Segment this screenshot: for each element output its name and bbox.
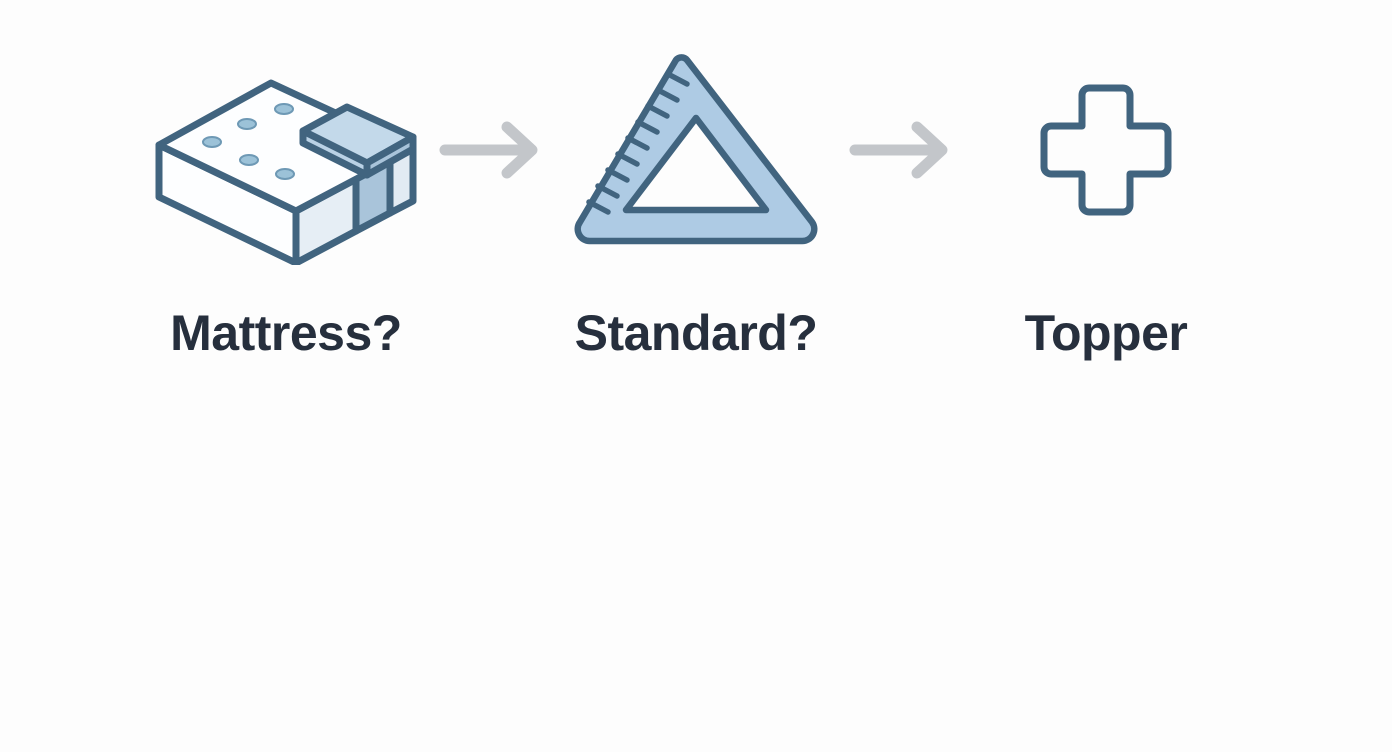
triangle-ruler-icon — [570, 0, 822, 300]
arrow-right-icon — [426, 0, 556, 300]
flow-step-standard[interactable]: Standard? — [546, 0, 846, 358]
mattress-isometric-icon — [151, 0, 421, 300]
flow-step-mattress[interactable]: Mattress? — [136, 0, 436, 358]
flow-step-label-topper: Topper — [1024, 305, 1188, 361]
arrow-right-icon — [836, 0, 966, 300]
flow-steps-row: Mattress? — [136, 0, 1256, 358]
flow-step-label-standard: Standard? — [574, 305, 818, 361]
flow-step-label-mattress: Mattress? — [170, 305, 402, 361]
flow-step-topper[interactable]: Topper — [956, 0, 1256, 358]
plus-cross-icon — [1036, 0, 1176, 300]
